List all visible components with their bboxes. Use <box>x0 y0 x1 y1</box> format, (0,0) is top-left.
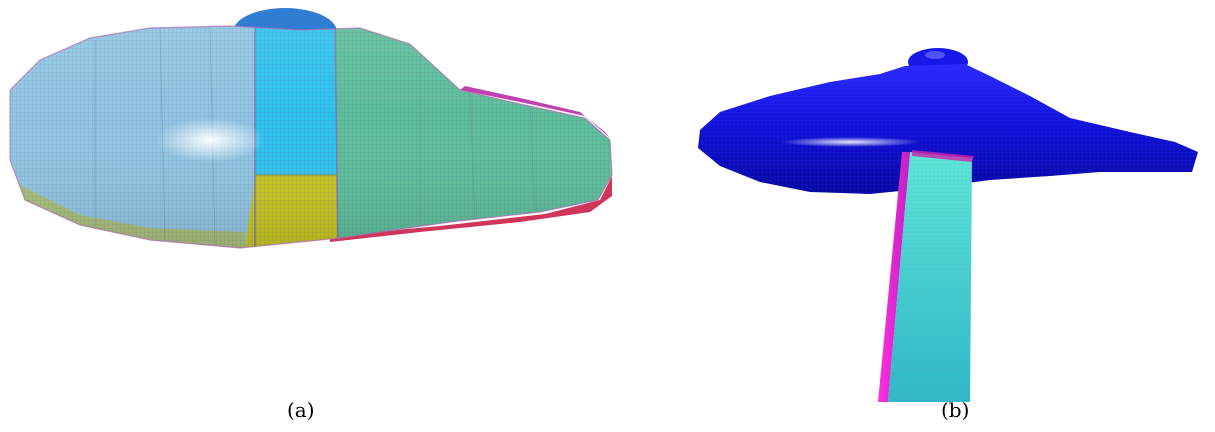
mesh-body-multi-patch-icon <box>9 8 613 249</box>
panel-a-image <box>0 0 615 405</box>
caption-b: (b) <box>941 398 970 422</box>
mesh-body-with-wing-icon <box>698 48 1198 402</box>
caption-a: (a) <box>287 398 315 422</box>
wing-shape <box>878 150 974 402</box>
body-shape <box>698 48 1198 194</box>
panel-b-image <box>630 0 1215 405</box>
